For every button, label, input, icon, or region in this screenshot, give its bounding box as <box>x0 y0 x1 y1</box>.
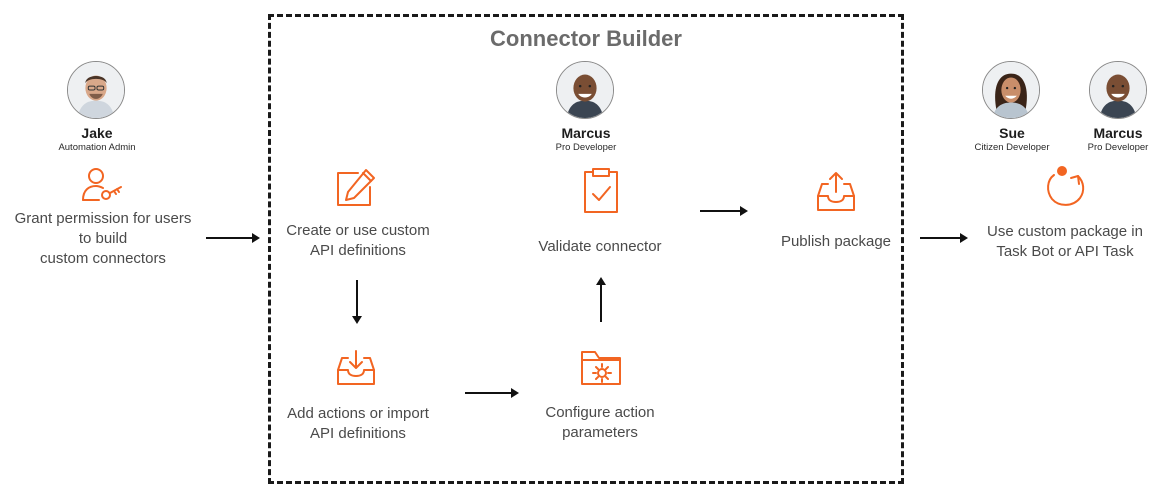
arrow-publish-to-use <box>920 232 968 244</box>
marcus-user-avatar <box>1089 61 1147 119</box>
marcus-user-name: Marcus <box>1093 125 1143 141</box>
configure-line2: parameters <box>562 424 638 441</box>
arrow-create-to-add <box>351 280 363 326</box>
folder-gear-icon <box>579 346 623 388</box>
create-line2: API definitions <box>310 242 406 259</box>
grant-line1: Grant permission for users <box>14 210 192 227</box>
marcus-builder-name: Marcus <box>561 125 611 141</box>
use-line2: Task Bot or API Task <box>996 243 1134 260</box>
arrow-add-to-configure <box>465 387 519 399</box>
marcus-user-role: Pro Developer <box>1087 142 1149 153</box>
validate-line1: Validate connector <box>538 238 662 255</box>
sue-role: Citizen Developer <box>974 142 1050 153</box>
marcus-builder-role: Pro Developer <box>555 142 617 153</box>
connector-builder-title: Connector Builder <box>490 26 682 51</box>
arrow-validate-to-publish <box>700 205 748 217</box>
grant-line2: to build <box>78 230 128 247</box>
publish-line1: Publish package <box>780 233 892 250</box>
create-line1: Create or use custom <box>286 222 430 239</box>
edit-icon <box>334 167 378 209</box>
connector-builder-frame <box>268 14 904 484</box>
use-step-text: Use custom package in Task Bot or API Ta… <box>975 222 1151 262</box>
arrow-grant-to-create <box>206 232 260 244</box>
marcus-builder-avatar <box>556 61 614 119</box>
configure-line1: Configure action <box>545 404 655 421</box>
add-step-text: Add actions or import API definitions <box>268 404 448 444</box>
sue-name: Sue <box>999 125 1025 141</box>
add-line1: Add actions or import <box>287 405 429 422</box>
jake-avatar <box>67 61 125 119</box>
jake-role: Automation Admin <box>58 142 136 153</box>
create-step-text: Create or use custom API definitions <box>268 221 448 261</box>
jake-name: Jake <box>81 125 113 141</box>
sue-avatar <box>982 61 1040 119</box>
user-key-icon <box>79 166 127 206</box>
arrow-configure-to-validate <box>595 276 607 322</box>
clipboard-check-icon <box>581 166 621 214</box>
grant-step-text: Grant permission for users to build cust… <box>0 209 206 269</box>
configure-step-text: Configure action parameters <box>510 403 690 443</box>
refresh-dot-icon <box>1042 165 1088 209</box>
inbox-download-icon <box>334 348 378 388</box>
validate-step-text: Validate connector <box>510 237 690 257</box>
use-line1: Use custom package in <box>987 223 1143 240</box>
inbox-upload-icon <box>814 170 858 214</box>
grant-line3: custom connectors <box>40 250 166 267</box>
add-line2: API definitions <box>310 425 406 442</box>
publish-step-text: Publish package <box>756 232 916 252</box>
